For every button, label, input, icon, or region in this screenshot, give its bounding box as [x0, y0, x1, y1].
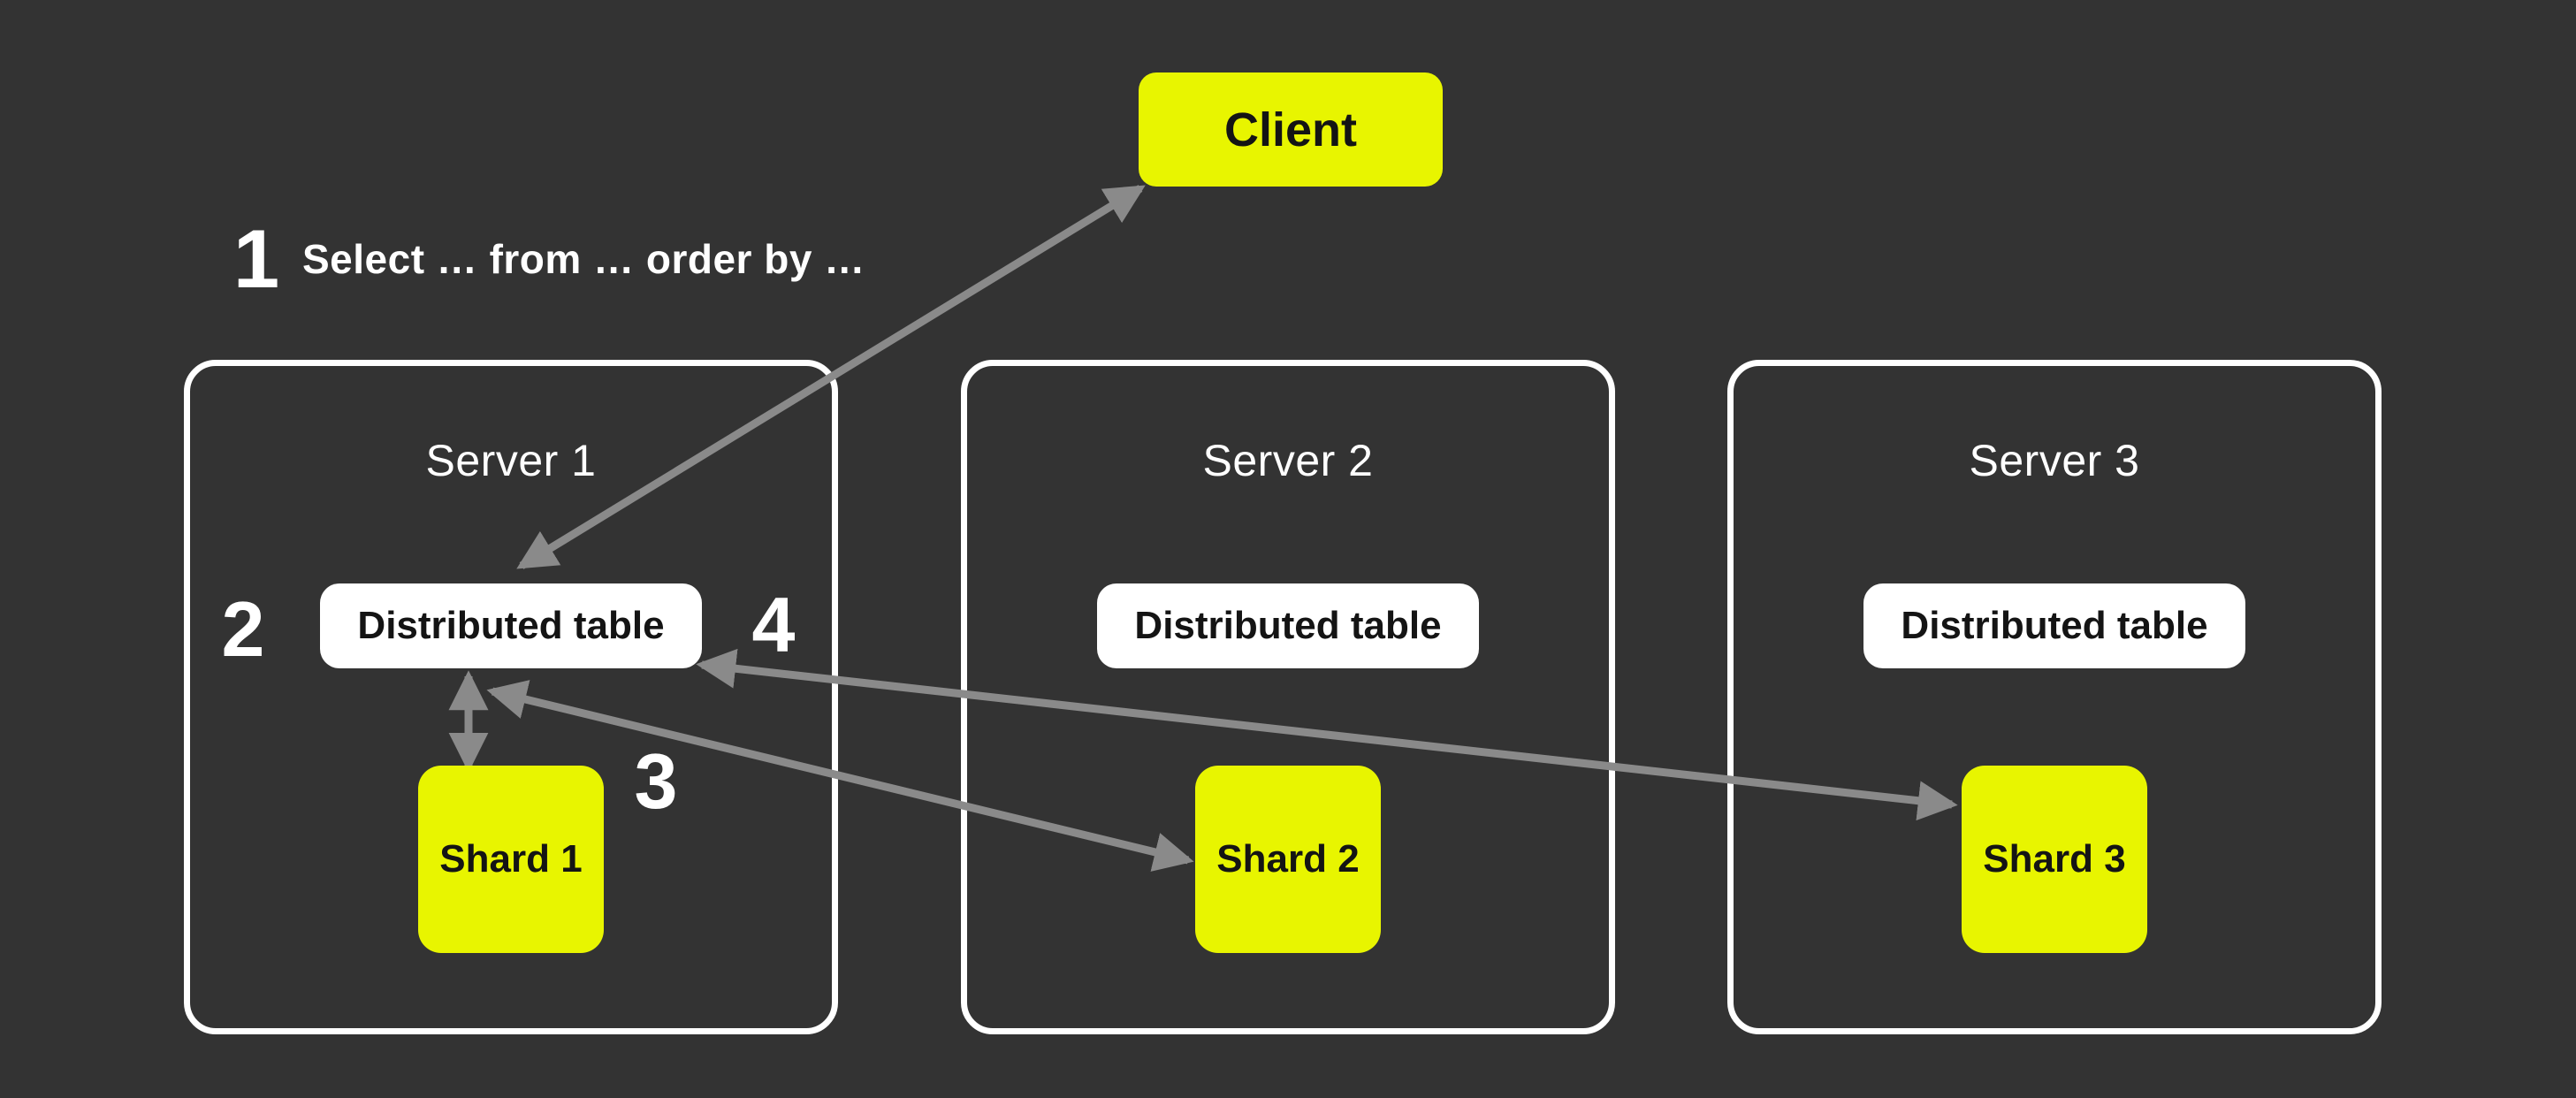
client-node: Client	[1139, 72, 1443, 187]
server-3-shard-node: Shard 3	[1962, 766, 2147, 953]
step-4-number: 4	[751, 581, 796, 668]
arrow-client-distributed-table-1	[516, 185, 1146, 569]
server-1-shard-node: Shard 1	[418, 766, 604, 953]
arrow-distributed-table-1-shard-3	[696, 648, 1958, 821]
server-2-title: Server 2	[1202, 436, 1374, 485]
step-1-number: 1	[232, 212, 280, 305]
step-2-number: 2	[221, 585, 265, 673]
client-label: Client	[1223, 103, 1357, 156]
server-2-shard-label: Shard 2	[1216, 837, 1360, 881]
server-1-distributed-table-label: Distributed table	[357, 604, 665, 647]
server-1-shard-label: Shard 1	[439, 837, 583, 881]
step-1-query-text: Select … from … order by …	[302, 236, 865, 282]
server-2-distributed-table-node: Distributed table	[1097, 583, 1479, 668]
server-3-distributed-table-node: Distributed table	[1863, 583, 2245, 668]
server-1-distributed-table-node: Distributed table	[320, 583, 702, 668]
server-3-shard-label: Shard 3	[1983, 837, 2126, 881]
server-3-title: Server 3	[1969, 436, 2140, 485]
server-2-shard-node: Shard 2	[1195, 766, 1381, 953]
step-3-number: 3	[634, 737, 678, 825]
server-2-distributed-table-label: Distributed table	[1134, 604, 1442, 647]
server-3-distributed-table-label: Distributed table	[1901, 604, 2208, 647]
